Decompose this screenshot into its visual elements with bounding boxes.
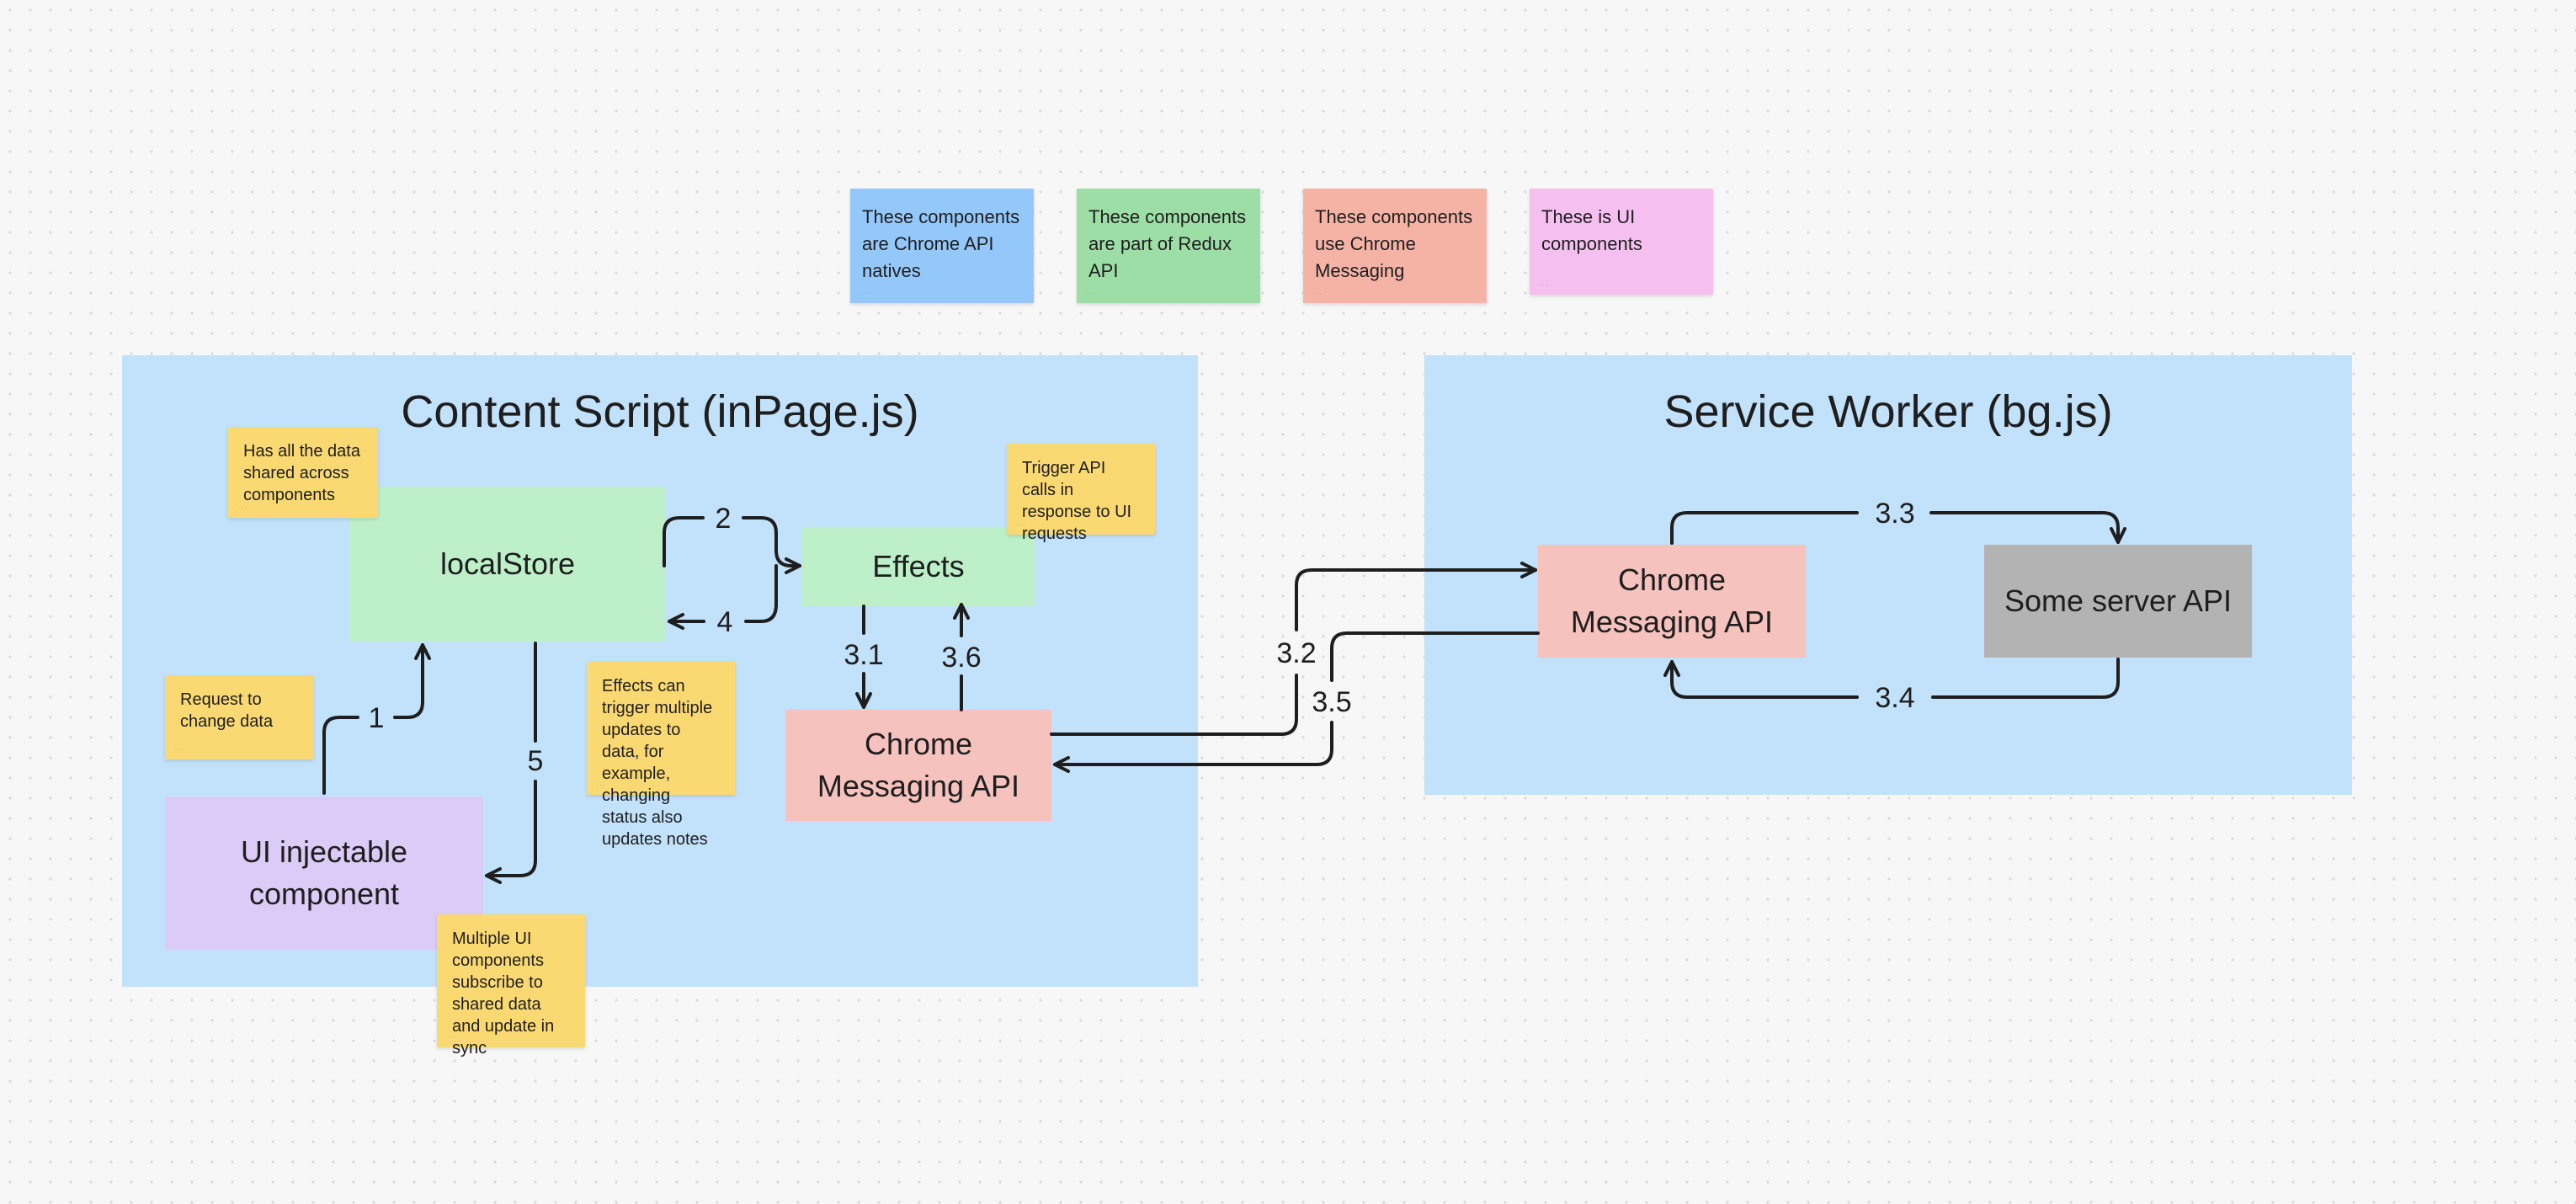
content-script-title: Content Script (inPage.js) (401, 386, 919, 437)
service-worker-title: Service Worker (bg.js) (1663, 386, 2113, 437)
note-text: Request to change data (180, 690, 274, 731)
sw-chrome-messaging-box[interactable]: Chrome Messaging API (1538, 545, 1806, 658)
arrow-label-1: 1 (369, 702, 385, 734)
arrow-1 (322, 645, 423, 795)
note-text: Trigger API calls in response to UI requ… (1022, 459, 1132, 543)
arrow-label-3-6: 3.6 (941, 642, 981, 674)
arrow-3-4 (1672, 659, 2120, 699)
effects-box[interactable]: Effects (802, 527, 1035, 606)
arrow-label-3-5: 3.5 (1312, 686, 1351, 718)
sw-chrome-messaging-label: Chrome Messaging API (1570, 562, 1774, 639)
server-api-label: Some server API (2004, 583, 2233, 618)
note-text: Effects can trigger multiple updates to … (602, 677, 713, 849)
arrow-3-2 (1050, 570, 1535, 736)
arrow-3-5 (1055, 631, 1540, 764)
legend-note-ui-components[interactable]: These is UI components · · · (1530, 189, 1713, 295)
arrow-label-3-4: 3.4 (1875, 682, 1914, 714)
legend-note-text: These is UI components (1541, 206, 1642, 254)
legend-note-text: These components are part of Redux API (1088, 206, 1247, 281)
note-text: Has all the data shared across component… (243, 442, 360, 504)
note-request-change[interactable]: Request to change data · · · (165, 675, 313, 759)
ui-injectable-component-label: UI injectable component (240, 834, 408, 911)
arrow-5 (487, 642, 537, 876)
legend-note-redux-api[interactable]: These components are part of Redux API ·… (1077, 189, 1260, 303)
local-store-label: localStore (439, 546, 576, 581)
arrow-2 (663, 516, 800, 566)
note-author: · · · (1017, 523, 1025, 528)
arrow-label-4: 4 (717, 606, 733, 638)
arrow-label-3-2: 3.2 (1276, 637, 1316, 669)
note-text: Multiple UI components subscribe to shar… (452, 930, 555, 1057)
arrow-4 (669, 564, 778, 621)
note-author: · · · (1313, 291, 1322, 296)
legend-note-text: These components use Chrome Messaging (1315, 206, 1473, 281)
note-author: · · · (238, 506, 247, 511)
arrow-label-5: 5 (528, 745, 544, 777)
ui-injectable-component-box[interactable]: UI injectable component (165, 796, 483, 950)
server-api-box[interactable]: Some server API (1984, 545, 2252, 658)
arrow-label-3-3: 3.3 (1875, 498, 1914, 530)
note-author: · · · (1540, 283, 1548, 288)
effects-label: Effects (872, 548, 965, 583)
note-trigger-api[interactable]: Trigger API calls in response to UI requ… (1007, 444, 1155, 543)
note-author: · · · (597, 783, 605, 788)
legend-note-chrome-messaging[interactable]: These components use Chrome Messaging · … (1303, 189, 1487, 303)
note-shared-data[interactable]: Has all the data shared across component… (228, 427, 378, 518)
note-multiple-ui[interactable]: Multiple UI components subscribe to shar… (437, 914, 585, 1057)
arrow-3-3 (1670, 511, 2118, 543)
note-author: · · · (447, 1036, 455, 1041)
legend-note-text: These components are Chrome API natives (862, 206, 1020, 281)
note-author: · · · (1087, 291, 1095, 296)
content-chrome-messaging-box[interactable]: Chrome Messaging API (785, 710, 1051, 821)
legend-note-chrome-api[interactable]: These components are Chrome API natives … (850, 189, 1034, 303)
arrow-label-3-1: 3.1 (844, 639, 883, 671)
arrow-label-2: 2 (716, 503, 732, 535)
local-store-box[interactable]: localStore (349, 487, 666, 642)
note-author: · · · (175, 748, 184, 753)
note-effects-updates[interactable]: Effects can trigger multiple updates to … (587, 662, 735, 849)
content-chrome-messaging-label: Chrome Messaging API (817, 726, 1020, 803)
note-author: · · · (860, 291, 869, 296)
